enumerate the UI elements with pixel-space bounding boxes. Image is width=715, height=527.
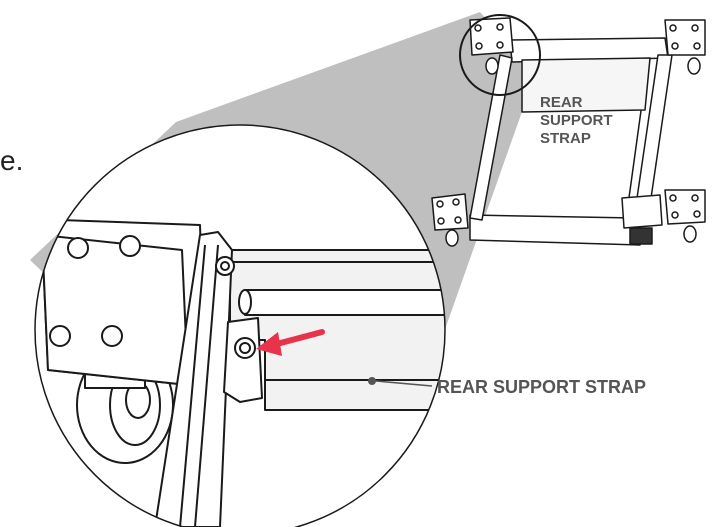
svg-text:REAR: REAR [540,94,583,111]
zoom-source-circle [459,14,541,96]
frame-overview [431,17,706,247]
cut-off-text: e. [0,145,23,176]
svg-text:STRAP: STRAP [540,130,591,147]
detail-circle [34,124,446,527]
frame-strap [521,57,651,113]
red-arrow [256,329,325,356]
callout-leader [368,377,433,387]
svg-text:SUPPORT: SUPPORT [540,112,613,129]
frame-label: REAR SUPPORT STRAP [540,94,613,147]
strap-detail [229,249,445,411]
callout-label: REAR SUPPORT STRAP [437,377,646,397]
